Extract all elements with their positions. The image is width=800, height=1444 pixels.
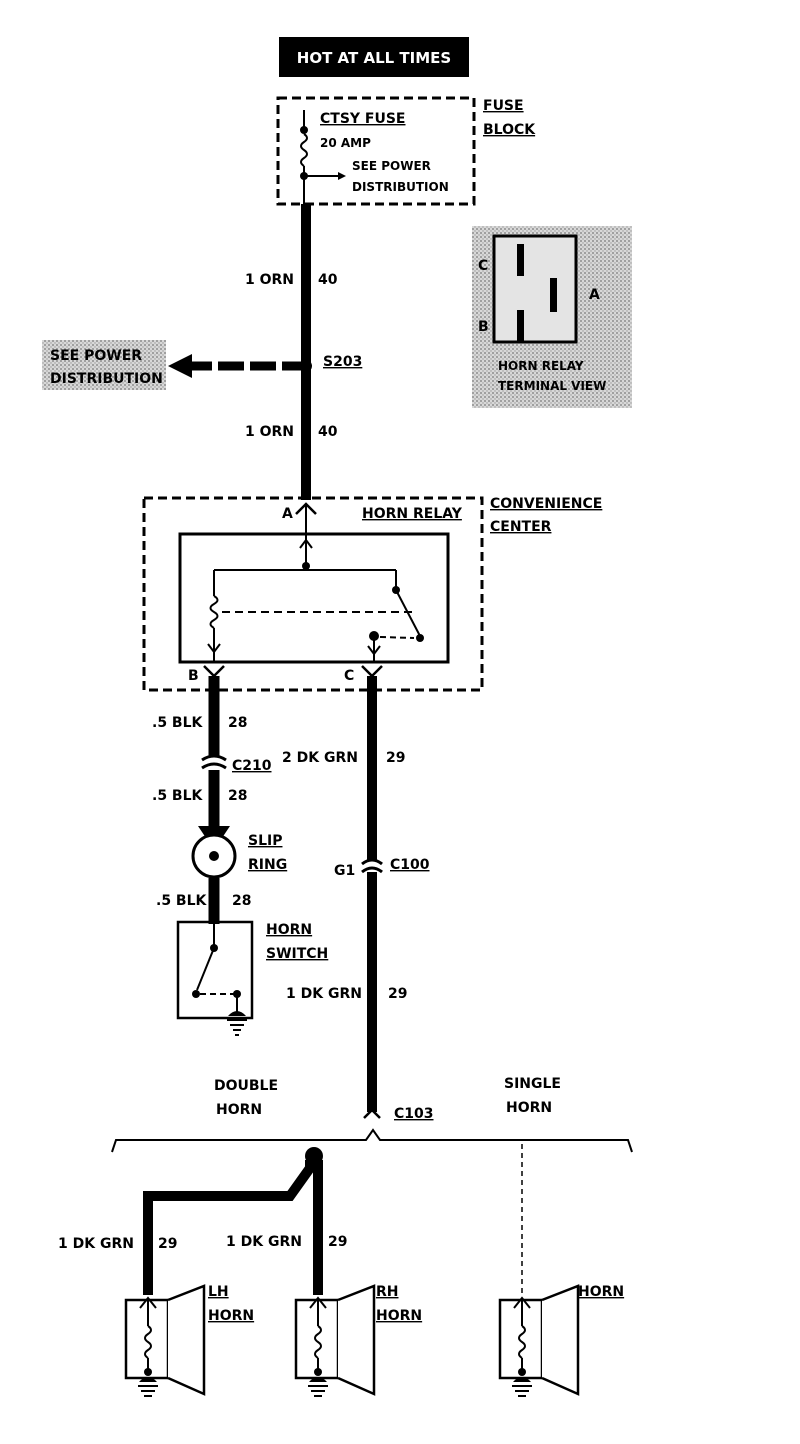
horn-relay: HORN RELAY	[178, 504, 463, 664]
wire-28-a-circuit: 28	[228, 715, 247, 731]
terminal-a-blade-icon	[550, 278, 557, 312]
wire-40-bottom-circuit: 40	[318, 424, 338, 440]
terminal-view-c: C	[478, 258, 488, 274]
horn-switch-label-2: SWITCH	[266, 946, 328, 962]
wire-29-b-circuit: 29	[388, 986, 407, 1002]
lh-horn-label-1: LH	[208, 1284, 229, 1300]
lh-horn: LH HORN	[124, 1284, 254, 1397]
convenience-center-label-1: CONVENIENCE	[490, 496, 602, 512]
wire-28-c-circuit: 28	[232, 893, 251, 909]
horn-icon	[498, 1284, 580, 1397]
horn-switch-contact-icon	[196, 947, 215, 991]
terminal-c-blade-icon	[517, 244, 524, 276]
arrow-left-icon	[168, 354, 192, 378]
hot-at-all-times-label: HOT AT ALL TIMES	[297, 49, 451, 67]
horn-relay-name: HORN RELAY	[362, 506, 463, 522]
fuse-see-power-1: SEE POWER	[352, 159, 431, 173]
relay-coil-icon	[209, 595, 219, 629]
terminal-view-a: A	[589, 287, 600, 303]
wire-29-rh-gauge: 1 DK GRN	[226, 1234, 302, 1250]
relay-terminal-c: C	[344, 668, 354, 684]
fuse-name: CTSY FUSE	[320, 111, 406, 127]
slip-ring-label-2: RING	[248, 857, 287, 873]
horn-option-selector: DOUBLE HORN SINGLE HORN C103	[111, 1076, 633, 1153]
hot-at-all-times-banner: HOT AT ALL TIMES	[279, 37, 469, 77]
connector-c210-label: C210	[232, 758, 272, 774]
terminal-b-blade-icon	[517, 310, 524, 342]
fuse-block: CTSY FUSE 20 AMP SEE POWER DISTRIBUTION …	[276, 96, 536, 206]
horn-switch-label-1: HORN	[266, 922, 312, 938]
wire-28-c-gauge: .5 BLK	[156, 893, 208, 909]
rh-horn-label-2: HORN	[376, 1308, 422, 1324]
connector-c100-label: C100	[390, 857, 430, 873]
splice-dot-icon	[300, 360, 312, 372]
horn-icon	[124, 1284, 206, 1397]
wire-40-top-circuit: 40	[318, 272, 338, 288]
wire-29-a-gauge: 2 DK GRN	[282, 750, 358, 766]
convenience-center: CONVENIENCE CENTER A HORN RELAY B	[142, 496, 602, 692]
splice-s203: SEE POWER DISTRIBUTION S203	[42, 340, 362, 390]
wire-29-rh-circuit: 29	[328, 1234, 347, 1250]
arrow-right-icon	[338, 172, 346, 180]
see-power-shaded-box	[42, 340, 166, 390]
fuse-element-icon	[300, 133, 308, 167]
wire-29-a-circuit: 29	[386, 750, 405, 766]
relay-terminal-b: B	[188, 668, 199, 684]
option-single-1: SINGLE	[504, 1076, 561, 1092]
fuse-see-power-2: DISTRIBUTION	[352, 180, 449, 194]
connector-c103-label: C103	[394, 1106, 434, 1122]
option-bracket	[111, 1128, 633, 1153]
double-horn-wiring: 1 DK GRN 29 1 DK GRN 29	[58, 1147, 347, 1295]
option-single-2: HORN	[506, 1100, 552, 1116]
slip-ring-label-1: SLIP	[248, 833, 282, 849]
splice-see-power-2: DISTRIBUTION	[50, 371, 163, 387]
terminal-view-b: B	[478, 319, 489, 335]
splice-s203-label: S203	[323, 354, 362, 370]
terminal-view-label-2: TERMINAL VIEW	[498, 379, 606, 393]
fuse-block-label-1: FUSE	[483, 98, 524, 114]
connector-g1-label: G1	[334, 863, 355, 879]
horn-relay-terminal-view: C A B HORN RELAY TERMINAL VIEW	[472, 226, 632, 408]
connector-c-icon	[361, 665, 383, 678]
wire-28-b-gauge: .5 BLK	[152, 788, 204, 804]
horn-switch: HORN SWITCH	[176, 920, 328, 1036]
convenience-center-label-2: CENTER	[490, 519, 552, 535]
terminal-view-label-1: HORN RELAY	[498, 359, 584, 373]
fuse-block-label-2: BLOCK	[483, 122, 536, 138]
option-double-1: DOUBLE	[214, 1078, 278, 1094]
wire-29-lh-circuit: 29	[158, 1236, 177, 1252]
lh-horn-label-2: HORN	[208, 1308, 254, 1324]
fuse-rating: 20 AMP	[320, 136, 371, 150]
wire-28-b-circuit: 28	[228, 788, 247, 804]
wire-29-b-gauge: 1 DK GRN	[286, 986, 362, 1002]
rh-horn-label-1: RH	[376, 1284, 399, 1300]
connector-c103-icon	[363, 1108, 381, 1119]
ground-icon	[227, 1011, 247, 1036]
option-double-2: HORN	[216, 1102, 262, 1118]
wire-40-top-gauge: 1 ORN	[245, 272, 294, 288]
wire-28-a-gauge: .5 BLK	[152, 715, 204, 731]
splice-see-power-1: SEE POWER	[50, 348, 142, 364]
wire-29-lh-gauge: 1 DK GRN	[58, 1236, 134, 1252]
rh-horn: RH HORN	[294, 1284, 422, 1397]
single-horn-label: HORN	[578, 1284, 624, 1300]
connector-b-icon	[203, 665, 225, 678]
single-horn: HORN	[498, 1284, 624, 1397]
connector-c100: G1 C100	[334, 857, 430, 879]
relay-terminal-a: A	[282, 506, 293, 522]
slip-ring: SLIP RING	[191, 826, 287, 879]
connector-c210: C210	[201, 754, 272, 774]
horn-icon	[294, 1284, 376, 1397]
wire-40-bottom-gauge: 1 ORN	[245, 424, 294, 440]
